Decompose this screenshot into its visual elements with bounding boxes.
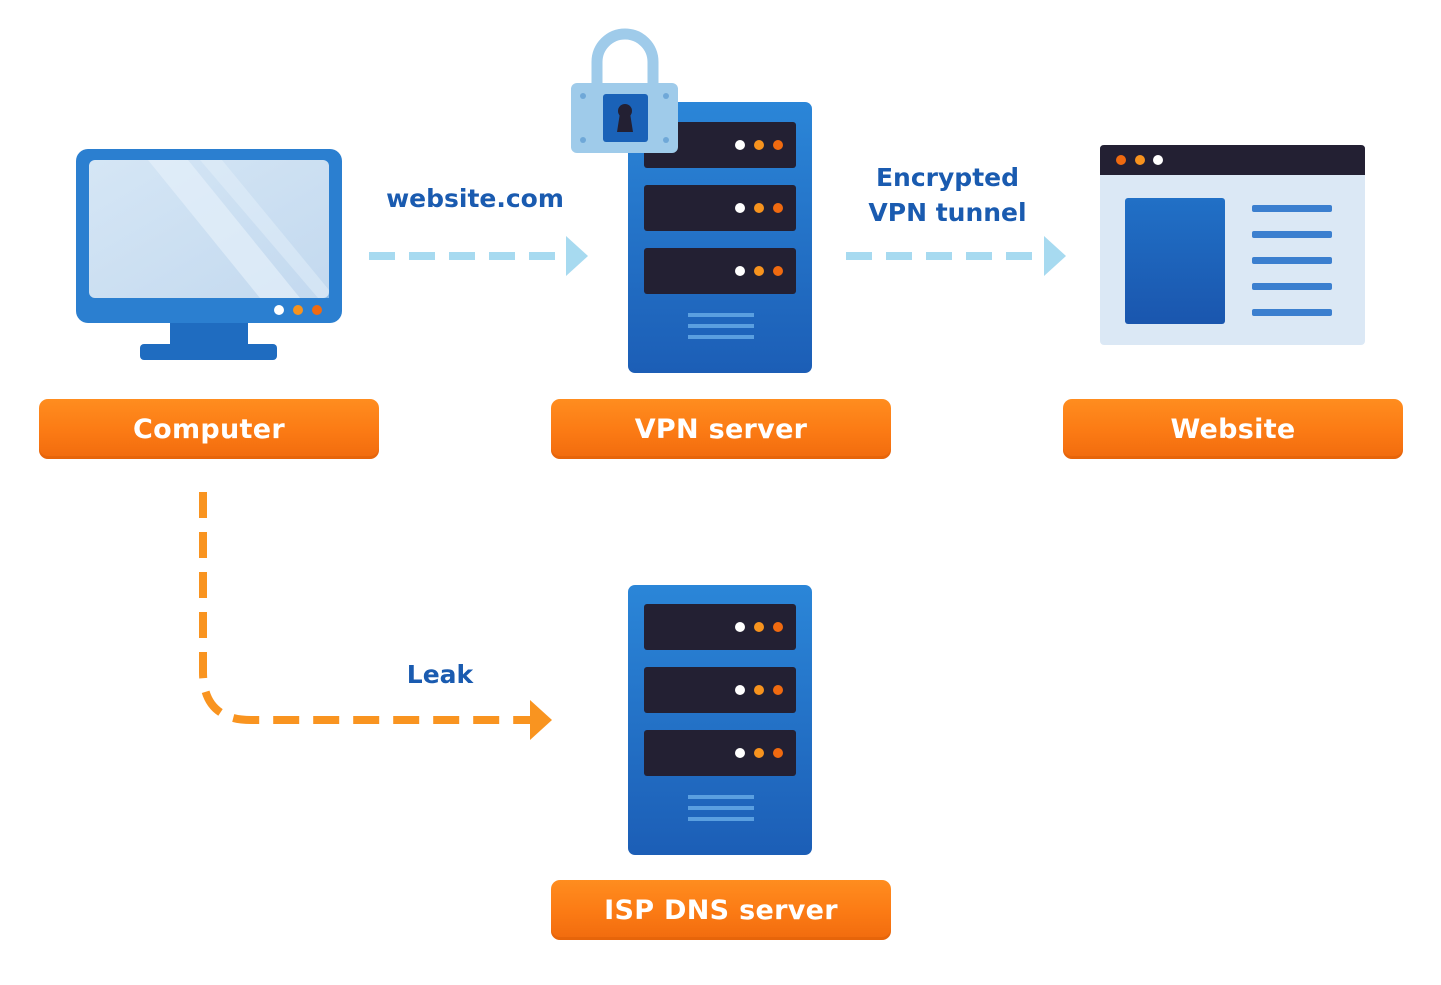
computer-label: Computer xyxy=(39,399,379,459)
request-label: website.com xyxy=(386,184,564,213)
isp-dns-server-label: ISP DNS server xyxy=(551,880,891,940)
leak-arrow xyxy=(199,492,552,740)
tunnel-label: Encrypted VPN tunnel xyxy=(840,160,1055,230)
request-arrow xyxy=(369,236,588,276)
tunnel-label-line1: Encrypted xyxy=(875,163,1020,192)
monitor-icon xyxy=(76,149,342,360)
padlock-icon xyxy=(571,28,678,153)
website-label: Website xyxy=(1063,399,1403,459)
tunnel-label-line2: VPN tunnel xyxy=(868,198,1027,227)
tunnel-arrow xyxy=(846,236,1066,276)
leak-label: Leak xyxy=(406,660,474,689)
server-rack-icon xyxy=(628,102,812,373)
server-rack-icon xyxy=(628,585,812,855)
vpn-server-label: VPN server xyxy=(551,399,891,459)
browser-window-icon xyxy=(1100,145,1365,345)
